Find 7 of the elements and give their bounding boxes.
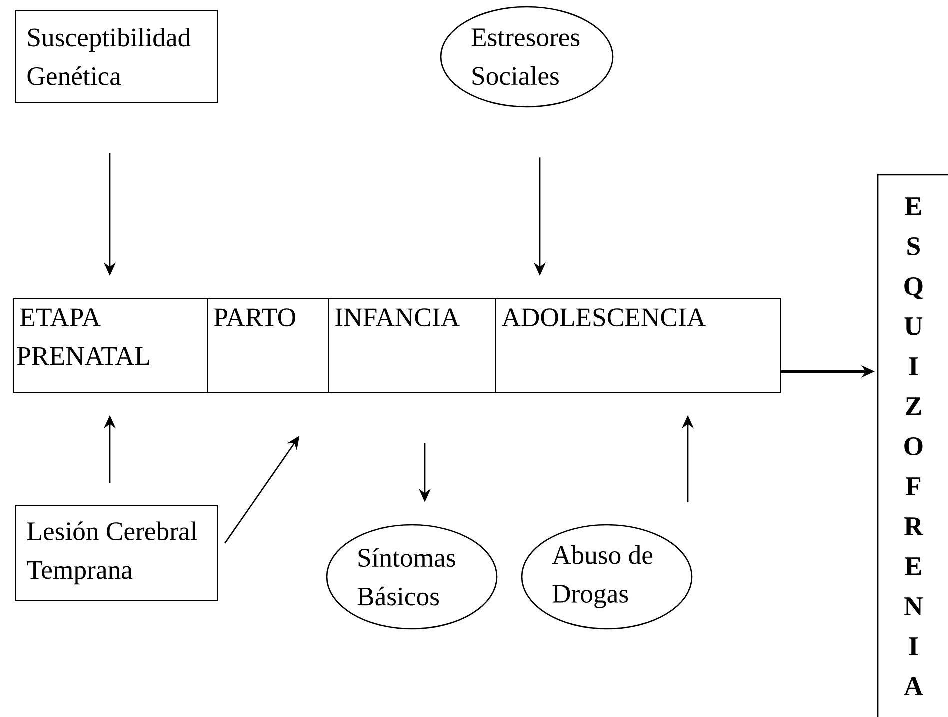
factor-box: Lesión Cerebral Temprana — [15, 505, 218, 602]
factor-box: Susceptibilidad Genética — [15, 10, 218, 104]
outcome-box: ESQUIZOFRENIA — [877, 174, 948, 717]
stage-cell: PARTO — [207, 298, 330, 394]
stage-cell: ETAPA PRENATAL — [13, 298, 208, 394]
stage-cell: INFANCIA — [328, 298, 496, 394]
stage-cell: ADOLESCENCIA — [495, 298, 782, 394]
